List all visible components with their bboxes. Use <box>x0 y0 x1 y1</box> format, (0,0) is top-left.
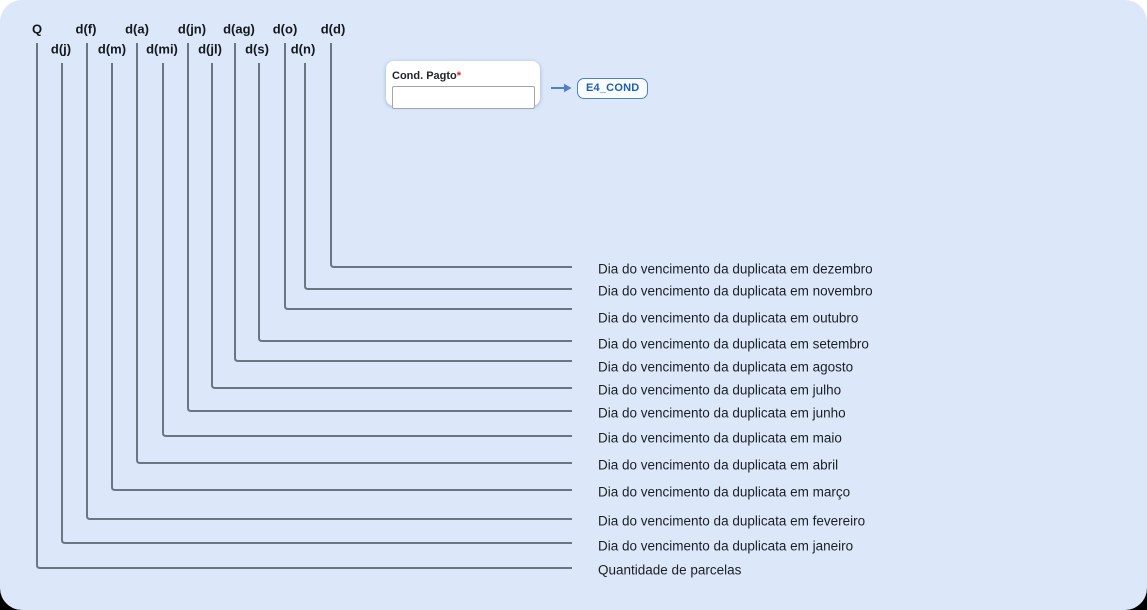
cond-pagto-field-card: Cond. Pagto* <box>386 61 540 109</box>
cond-pagto-label-row: Cond. Pagto* <box>392 66 535 84</box>
description-fevereiro: Dia do vencimento da duplicata em fevere… <box>598 513 866 529</box>
connector-d-m <box>111 63 572 491</box>
description-julho: Dia do vencimento da duplicata em julho <box>598 382 842 398</box>
token-d-jl: d(jl) <box>198 41 222 57</box>
connector-d-n <box>304 63 572 290</box>
connector-d-d <box>330 43 572 268</box>
connector-d-mi <box>162 63 572 437</box>
description-junho: Dia do vencimento da duplicata em junho <box>598 405 846 421</box>
description-maio: Dia do vencimento da duplicata em maio <box>598 430 842 446</box>
connector-q <box>36 43 572 569</box>
connector-d-j <box>61 63 572 544</box>
connector-d-f <box>86 43 572 520</box>
maps-to-arrow-icon <box>551 83 572 93</box>
description-marco: Dia do vencimento da duplicata em março <box>598 484 851 500</box>
token-d-m: d(m) <box>97 41 127 57</box>
connector-d-jl <box>211 63 572 389</box>
connector-d-jn <box>187 43 572 412</box>
description-dezembro: Dia do vencimento da duplicata em dezemb… <box>598 261 873 277</box>
token-q: Q <box>31 21 43 37</box>
token-d-ag: d(ag) <box>223 21 255 37</box>
cond-pagto-input[interactable] <box>392 86 535 109</box>
description-abril: Dia do vencimento da duplicata em abril <box>598 457 839 473</box>
token-d-mi: d(mi) <box>146 41 178 57</box>
token-d-f: d(f) <box>75 21 97 37</box>
token-d-jn: d(jn) <box>177 21 207 37</box>
token-d-o: d(o) <box>272 21 298 37</box>
token-d-n: d(n) <box>290 41 316 57</box>
description-novembro: Dia do vencimento da duplicata em novemb… <box>598 283 873 299</box>
e4-cond-field-tag: E4_COND <box>577 78 649 99</box>
token-d-s: d(s) <box>245 41 269 57</box>
description-setembro: Dia do vencimento da duplicata em setemb… <box>598 336 869 352</box>
description-janeiro: Dia do vencimento da duplicata em janeir… <box>598 538 854 554</box>
connector-d-o <box>284 43 572 310</box>
description-quantidade: Quantidade de parcelas <box>598 562 742 578</box>
token-d-j: d(j) <box>50 41 72 57</box>
token-d-d: d(d) <box>320 21 346 37</box>
connector-d-s <box>258 63 572 342</box>
cond-pagto-label: Cond. Pagto <box>392 70 457 82</box>
connector-d-a <box>136 43 572 464</box>
required-asterisk: * <box>456 70 462 82</box>
e4-cond-tag-label: E4_COND <box>586 82 640 94</box>
description-agosto: Dia do vencimento da duplicata em agosto <box>598 359 854 375</box>
token-d-a: d(a) <box>125 21 149 37</box>
description-outubro: Dia do vencimento da duplicata em outubr… <box>598 310 859 326</box>
connector-d-ag <box>234 43 572 362</box>
